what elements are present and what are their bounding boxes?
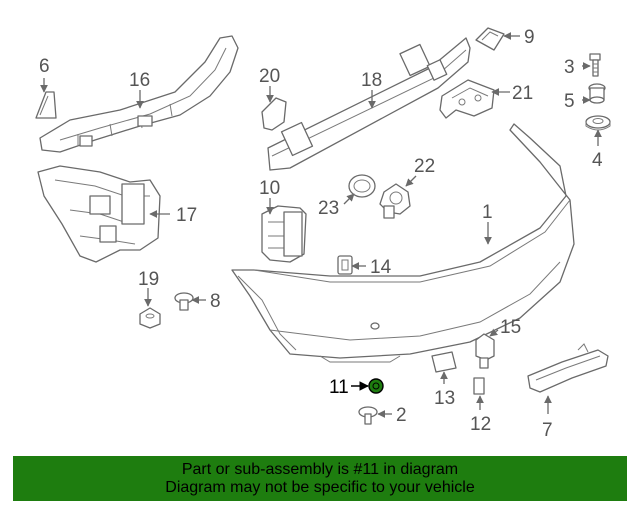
callout-1: 1 [482, 202, 493, 223]
callout-12: 12 [470, 414, 491, 435]
callout-17: 17 [176, 205, 197, 226]
callout-23: 23 [318, 198, 339, 219]
banner-line-2: Diagram may not be specific to your vehi… [165, 479, 475, 496]
callout-19: 19 [138, 269, 159, 290]
part-6-clip [35, 91, 57, 119]
part-21-mount-bracket [439, 79, 495, 119]
callout-3: 3 [564, 57, 575, 78]
part-20-small-bracket [261, 97, 287, 131]
part-5-grommet [588, 83, 606, 104]
part-18-reinforcement-beam [267, 37, 471, 171]
callout-9: 9 [524, 27, 535, 48]
callout-15: 15 [500, 317, 521, 338]
callout-16: 16 [129, 70, 150, 91]
callout-labels: 6 16 17 20 18 9 3 5 4 21 10 22 23 1 14 1… [39, 27, 603, 441]
part-14-clip [337, 255, 353, 275]
part-22-sensor [379, 183, 411, 219]
part-8-push-clip [174, 292, 194, 311]
part-23-sensor-ring [348, 174, 376, 198]
part-11-highlighted-clip [368, 378, 384, 394]
callout-10: 10 [259, 178, 280, 199]
part-12-bracket [473, 377, 485, 395]
parts-diagram: 6 16 17 20 18 9 3 5 4 21 10 22 23 1 14 1… [35, 27, 611, 441]
callout-8: 8 [210, 291, 221, 312]
callout-22: 22 [414, 156, 435, 177]
part-19-nut [139, 307, 161, 329]
callout-14: 14 [370, 257, 392, 278]
info-banner: Part or sub-assembly is #11 in diagram D… [13, 456, 627, 501]
callout-4: 4 [592, 150, 603, 171]
callout-20: 20 [259, 66, 280, 87]
part-1-bumper-cover [231, 123, 575, 363]
callout-21: 21 [512, 83, 533, 104]
part-4-washer [585, 115, 611, 131]
callout-7: 7 [542, 420, 553, 441]
leader-lines [40, 32, 602, 418]
part-15-tow-hook-cover [475, 333, 495, 369]
part-10-bracket [261, 205, 307, 263]
part-9-plate [475, 27, 505, 51]
callout-18: 18 [361, 70, 382, 91]
part-7-lower-diffuser [527, 343, 609, 393]
part-2-screw [358, 406, 378, 425]
part-17-side-bracket [37, 165, 161, 263]
callout-6: 6 [39, 56, 50, 77]
part-13-plate [431, 351, 457, 373]
callout-2: 2 [396, 405, 407, 426]
part-3-bolt [589, 53, 601, 77]
callout-11: 11 [329, 377, 349, 398]
callout-5: 5 [564, 91, 575, 112]
callout-13: 13 [434, 388, 455, 409]
part-16-bracket [39, 35, 239, 153]
banner-line-1: Part or sub-assembly is #11 in diagram [181, 461, 459, 478]
